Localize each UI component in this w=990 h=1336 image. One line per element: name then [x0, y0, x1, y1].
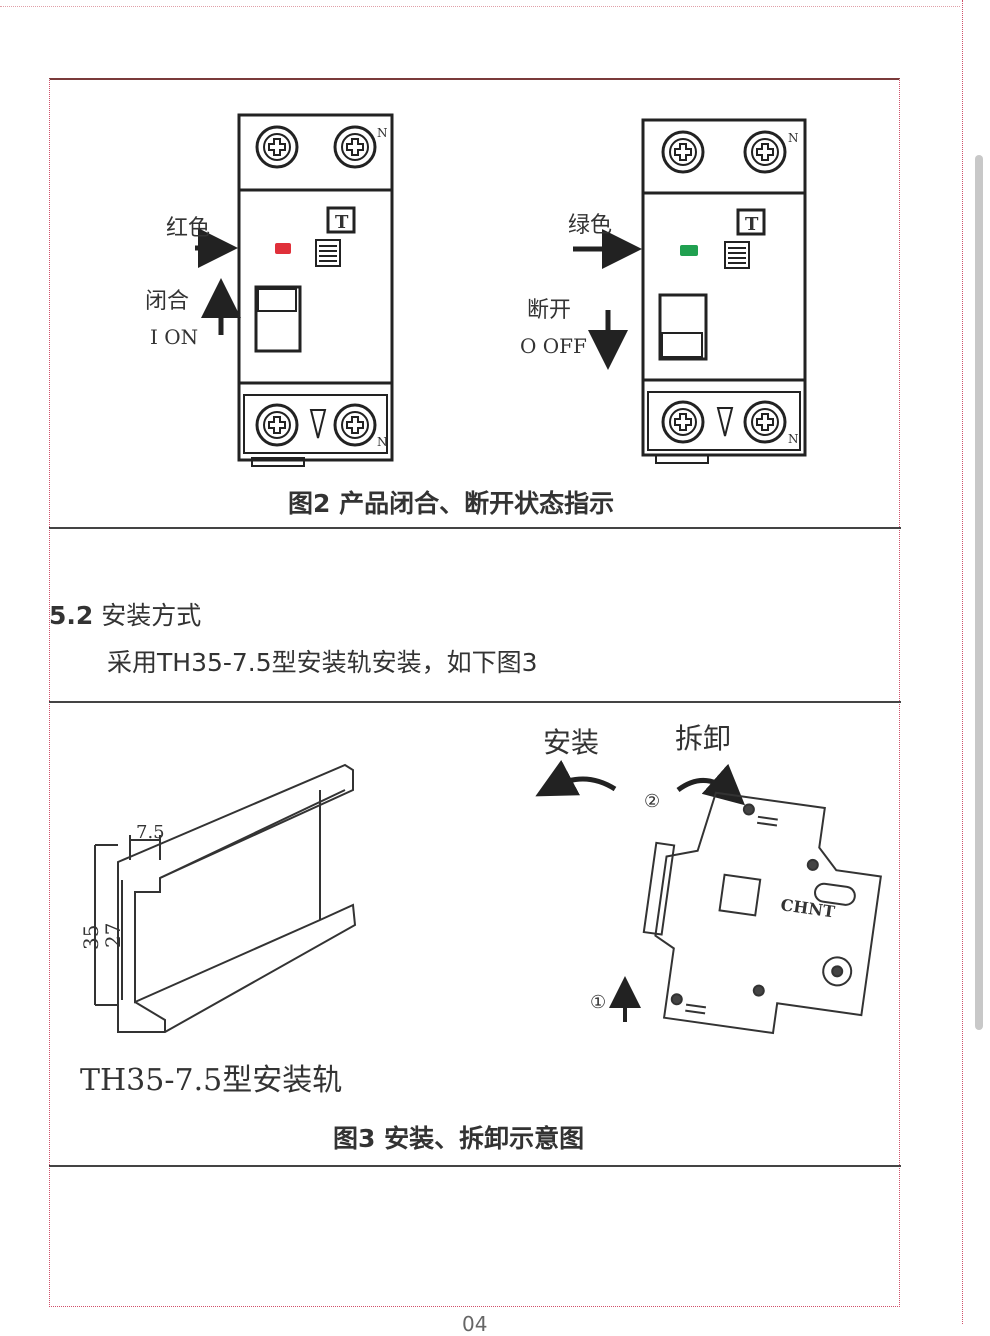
green-label: 绿色 [568, 213, 612, 238]
scrollbar[interactable] [975, 155, 983, 1030]
on-label: I ON [150, 325, 198, 349]
svg-text:N: N [788, 131, 799, 145]
page-number: 04 [462, 1312, 488, 1336]
svg-text:②: ② [644, 791, 660, 812]
svg-text:N: N [377, 435, 388, 449]
din-rail-diagram: 7.5 35 27 [79, 763, 357, 1033]
svg-text:T: T [335, 212, 349, 233]
off-label: O OFF [520, 334, 587, 358]
breaker-off-diagram: 绿色 断开 O OFF N N T [520, 118, 807, 464]
svg-text:CHNT: CHNT [779, 895, 836, 921]
red-label: 红色 [166, 216, 210, 241]
svg-text:35: 35 [79, 925, 103, 950]
svg-text:27: 27 [101, 923, 125, 948]
rail-label: TH35-7.5型安装轨 [80, 1063, 342, 1098]
mounting-diagram: 安装 拆卸 ② ① CHNT [535, 722, 882, 1035]
section-number: 5.2 [49, 601, 94, 630]
red-indicator [275, 243, 291, 254]
section-body: 采用TH35-7.5型安装轨安装，如下图3 [107, 648, 538, 677]
svg-text:N: N [788, 432, 799, 446]
section-heading: 5.2 安装方式 [49, 596, 201, 632]
page-top-border [0, 6, 960, 7]
green-indicator [680, 245, 698, 256]
figure3-caption: 图3 安装、拆卸示意图 [333, 1124, 585, 1153]
svg-text:N: N [377, 126, 388, 140]
open-label: 断开 [527, 298, 571, 323]
svg-text:①: ① [590, 992, 606, 1013]
divider [49, 701, 901, 703]
breaker-on-diagram: 红色 闭合 I ON N N T [145, 113, 394, 467]
svg-text:拆卸: 拆卸 [675, 722, 731, 755]
figure2-caption: 图2 产品闭合、断开状态指示 [288, 489, 615, 518]
divider [49, 1165, 901, 1167]
page-frame [49, 78, 900, 1307]
divider [49, 527, 901, 529]
section-title: 安装方式 [101, 601, 202, 630]
close-label: 闭合 [145, 289, 189, 314]
svg-text:7.5: 7.5 [136, 822, 165, 843]
svg-text:T: T [745, 214, 759, 235]
page-edge [962, 0, 963, 1324]
svg-text:安装: 安装 [543, 726, 599, 759]
